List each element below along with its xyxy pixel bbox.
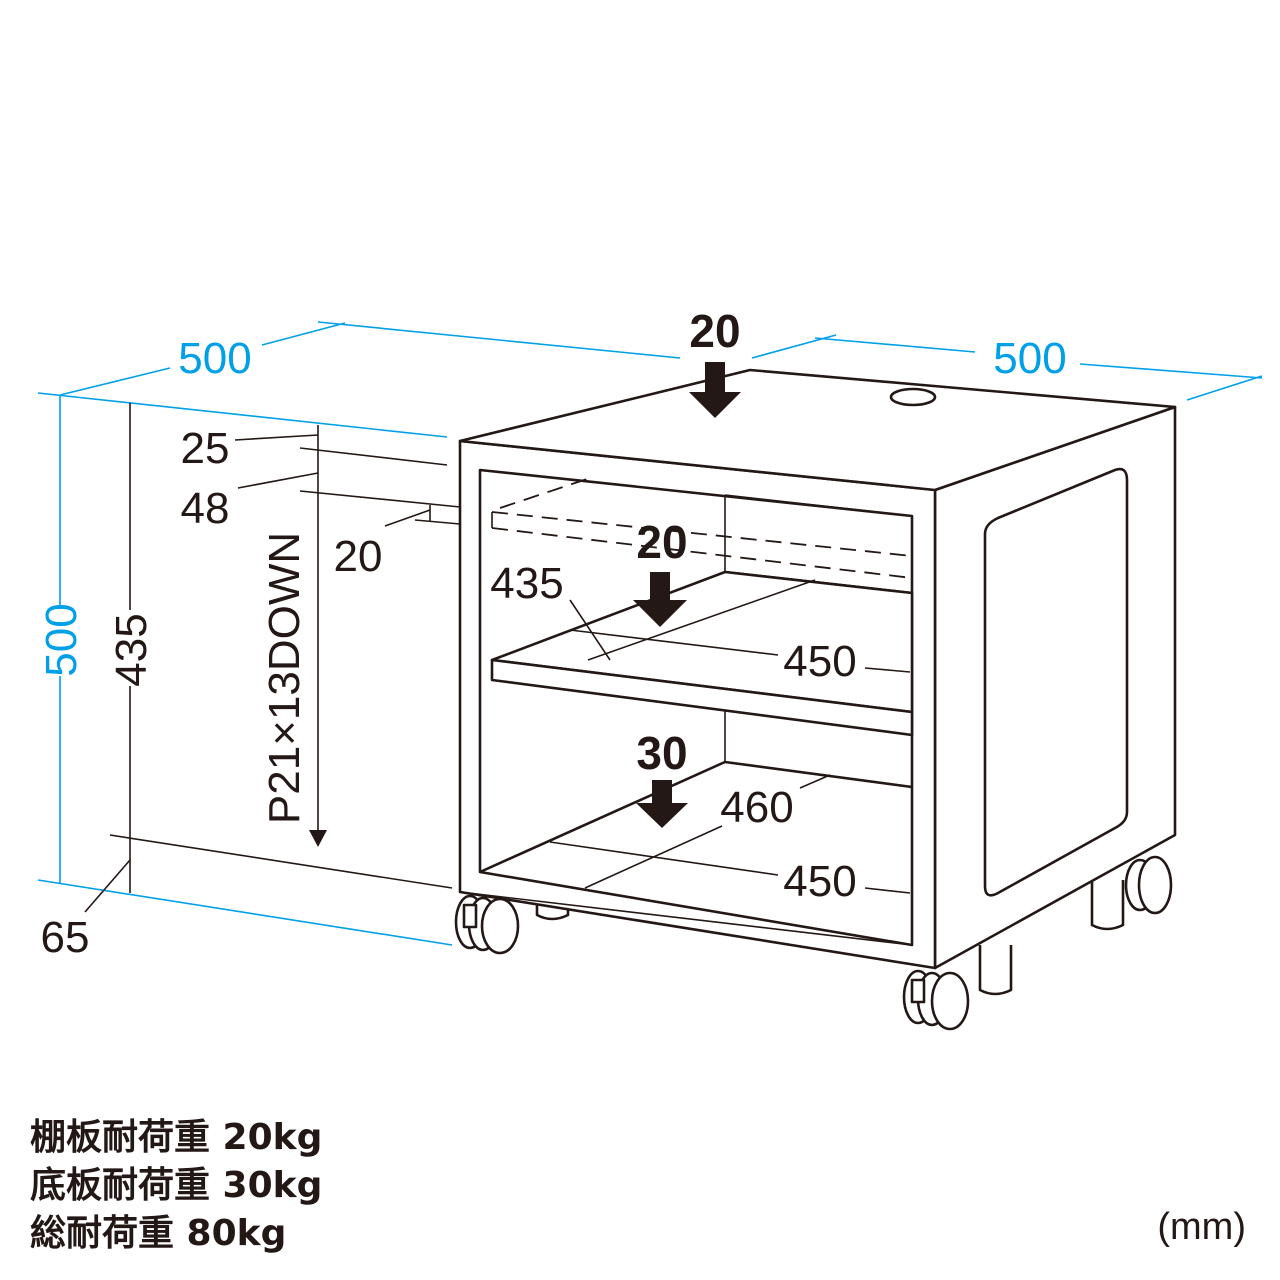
front-casters	[454, 894, 970, 1031]
bottom-load-spec: 底板耐荷重 30kg	[30, 1165, 323, 1206]
inner-height-dimension: 435	[107, 613, 156, 686]
shelf-offset-dimension: 48	[181, 484, 230, 533]
cabinet	[458, 368, 1177, 970]
inner-dimension-lines	[549, 579, 911, 894]
shelf-load-spec: 棚板耐荷重 20kg	[30, 1117, 323, 1158]
top-load-arrow-icon	[689, 362, 741, 418]
unit-label: (mm)	[1157, 1206, 1246, 1248]
top-thickness-dimension: 25	[181, 424, 230, 473]
black-dimension-lines	[84, 403, 461, 913]
shelf-load-label: 20	[636, 516, 687, 568]
bottom-load-label: 30	[636, 727, 687, 779]
base-height-dimension: 65	[41, 913, 90, 962]
shelf-pitch-label: P21×13DOWN	[260, 532, 309, 824]
total-load-spec: 総耐荷重 80kg	[30, 1213, 287, 1254]
shelf-depth-dimension: 450	[783, 637, 856, 686]
blue-dimension-lines	[37, 321, 1263, 946]
shelf-load-arrow-icon	[633, 572, 687, 627]
height-dimension: 500	[37, 603, 86, 676]
shelf-width-dimension: 435	[490, 559, 563, 608]
bottom-load-arrow-icon	[636, 780, 688, 828]
top-load-label: 20	[689, 305, 740, 357]
bottom-width-dimension: 460	[720, 783, 793, 832]
shelf-thickness-dimension: 20	[334, 532, 383, 581]
depth-dimension: 500	[993, 334, 1066, 383]
load-arrow-icons	[633, 362, 741, 828]
bottom-depth-dimension: 450	[783, 857, 856, 906]
width-dimension: 500	[178, 334, 251, 383]
